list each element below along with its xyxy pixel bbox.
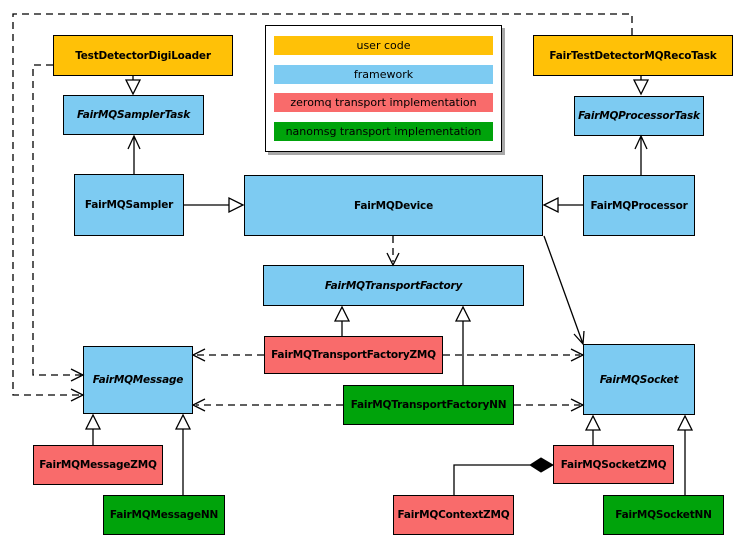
inheritance-triangle-icon [676, 414, 694, 431]
open-arrowhead-icon [386, 252, 400, 267]
open-arrowhead-icon [573, 330, 585, 346]
node-label: FairMQProcessorTask [578, 110, 700, 122]
inheritance-triangle-icon [333, 305, 351, 322]
inheritance-triangle-icon [584, 414, 602, 431]
node-fairmq-message-zmq: FairMQMessageZMQ [33, 445, 163, 485]
legend-label: nanomsg transport implementation [285, 124, 482, 138]
node-label: FairMQSocketZMQ [560, 458, 667, 471]
node-fairmq-socket-zmq: FairMQSocketZMQ [553, 445, 674, 484]
node-label: FairMQDevice [353, 199, 434, 212]
inheritance-triangle-icon [542, 196, 559, 214]
node-fair-test-detector-mq-reco-task: FairTestDetectorMQRecoTask [533, 35, 733, 76]
inheritance-triangle-icon [228, 196, 245, 214]
node-fairmq-transport-factory-zmq: FairMQTransportFactoryZMQ [264, 336, 443, 374]
legend-item-framework: framework [274, 64, 493, 84]
node-label: FairMQSocket [599, 373, 679, 386]
legend-label: zeromq transport implementation [290, 96, 477, 110]
node-label: FairMQSocketNN [615, 509, 712, 521]
inheritance-triangle-icon [454, 305, 472, 322]
edge-assoc-device-socket [543, 235, 584, 345]
node-fairmq-transport-factory: FairMQTransportFactory [263, 265, 524, 306]
composition-diamond-icon [529, 457, 554, 473]
legend-label: framework [353, 67, 414, 81]
node-test-detector-digi-loader: TestDetectorDigiLoader [53, 35, 233, 76]
inheritance-triangle-icon [632, 79, 650, 96]
node-fairmq-transport-factory-nn: FairMQTransportFactoryNN [343, 385, 514, 425]
open-arrowhead-icon [634, 134, 648, 150]
node-fairmq-sampler: FairMQSampler [74, 174, 184, 236]
legend-item-nanomsg: nanomsg transport implementation [274, 121, 493, 141]
node-label: FairTestDetectorMQRecoTask [549, 49, 717, 62]
node-label: FairMQSamplerTask [76, 109, 191, 121]
node-label: FairMQSampler [84, 199, 174, 211]
open-arrowhead-icon [191, 398, 206, 412]
open-arrowhead-icon [570, 348, 585, 362]
open-arrowhead-icon [127, 134, 141, 150]
inheritance-triangle-icon [174, 413, 192, 430]
node-fairmq-context-zmq: FairMQContextZMQ [393, 495, 514, 535]
inheritance-triangle-icon [84, 413, 102, 430]
legend-item-zeromq: zeromq transport implementation [274, 93, 493, 113]
node-label: FairMQTransportFactory [324, 279, 463, 292]
node-label: FairMQProcessor [590, 199, 688, 212]
edge-comp-contextzmq-socketzmq [453, 464, 530, 495]
node-fairmq-processor-task: FairMQProcessorTask [574, 96, 704, 136]
node-fairmq-message: FairMQMessage [83, 346, 193, 414]
node-label: FairMQContextZMQ [397, 509, 510, 521]
node-fairmq-sampler-task: FairMQSamplerTask [63, 95, 204, 135]
node-label: FairMQMessageZMQ [39, 459, 157, 471]
open-arrowhead-icon [570, 398, 585, 412]
node-label: FairMQMessageNN [109, 509, 219, 521]
node-fairmq-message-nn: FairMQMessageNN [103, 495, 225, 535]
inheritance-triangle-icon [124, 79, 142, 96]
node-label: FairMQMessage [92, 374, 184, 386]
node-fairmq-processor: FairMQProcessor [583, 175, 695, 236]
node-label: FairMQTransportFactoryZMQ [271, 349, 436, 361]
open-arrowhead-icon [70, 388, 85, 402]
node-fairmq-socket-nn: FairMQSocketNN [603, 495, 724, 535]
node-fairmq-socket: FairMQSocket [583, 344, 695, 415]
node-label: FairMQTransportFactoryNN [350, 399, 507, 411]
node-label: TestDetectorDigiLoader [75, 49, 211, 62]
open-arrowhead-icon [70, 368, 85, 382]
open-arrowhead-icon [191, 348, 206, 362]
legend-item-user-code: user code [274, 36, 493, 55]
node-fairmq-device: FairMQDevice [244, 175, 543, 236]
legend-label: user code [356, 39, 411, 52]
legend: user code framework zeromq transport imp… [265, 25, 502, 152]
